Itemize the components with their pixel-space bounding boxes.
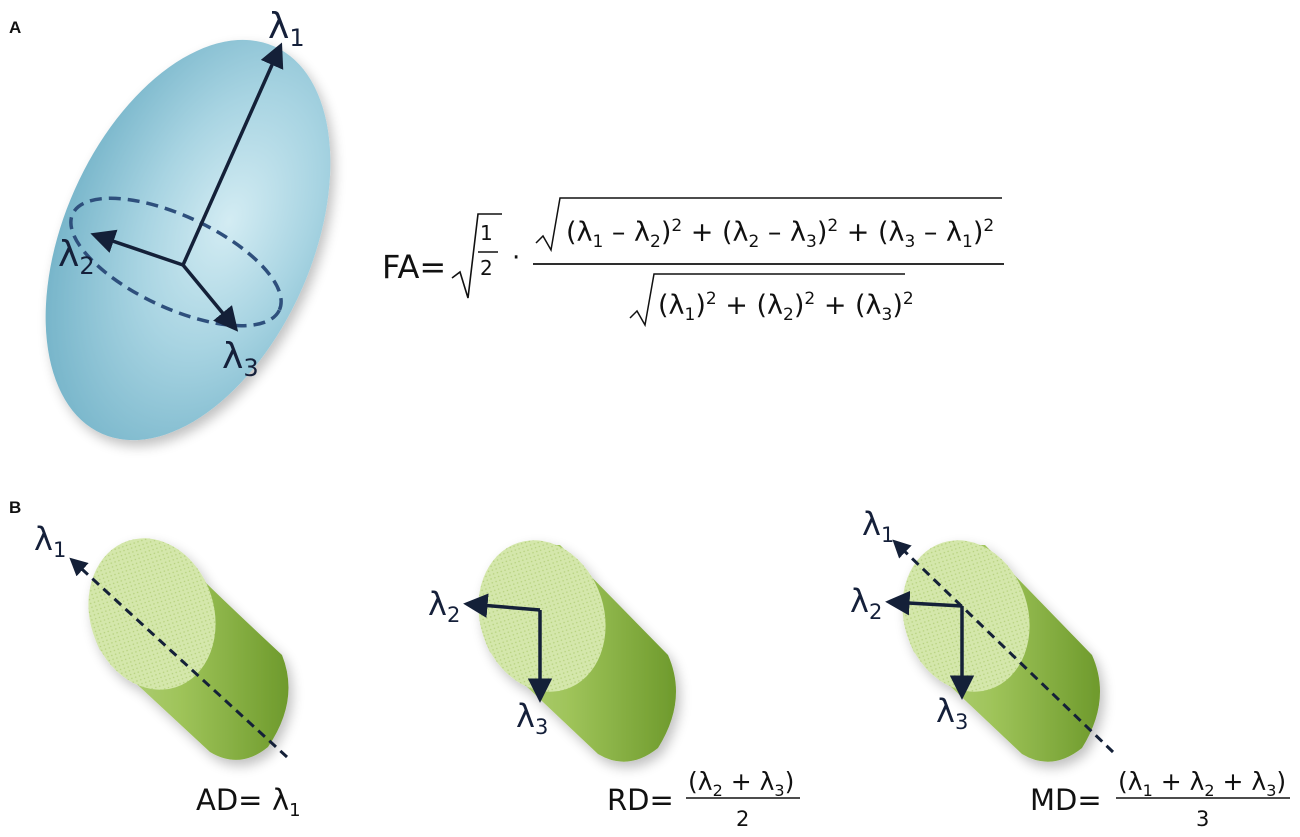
formula-token: λ — [272, 783, 289, 817]
formula-token: (λ — [566, 217, 593, 248]
formula-token: + (λ — [838, 217, 904, 248]
label-lambda3-md: λ3 — [936, 692, 968, 734]
formula-token: – λ — [915, 217, 962, 248]
formula-token: 3 — [774, 781, 784, 800]
formula-token: (λ — [658, 290, 685, 321]
formula-token: 3 — [806, 232, 817, 252]
label-lambda1-ad: λ1 — [34, 520, 66, 562]
lambda1-dashed-axis-md — [892, 539, 1115, 754]
formula-token: 2 — [983, 216, 994, 236]
formula-token: 2 — [804, 289, 815, 309]
lambda1-arrow — [181, 42, 284, 266]
panel-label-b: B — [9, 498, 22, 517]
fa-formula: FA= 1 2 · (λ1 – λ2)2 + (λ2 – λ3)2 + (λ3 … — [382, 197, 1004, 328]
cylinder-ad — [88, 538, 289, 760]
lambda3-arrow — [181, 263, 239, 332]
lambda1-dashed-axis-ad — [69, 557, 289, 759]
label-lambda2-md: λ2 — [850, 582, 882, 624]
formula-token: 1 — [962, 232, 973, 252]
formula-token: 2 — [671, 216, 682, 236]
formula-token: 1 — [1143, 781, 1153, 800]
md-label: MD= — [1030, 783, 1102, 817]
formula-token: ) — [973, 217, 984, 248]
ad-formula: AD= λ1 — [196, 783, 301, 821]
lambda2-arrow — [90, 229, 184, 267]
formula-token: 2 — [903, 289, 914, 309]
formula-token: 2 — [1204, 781, 1214, 800]
formula-token: + λ — [723, 767, 775, 796]
formula-token: 2 — [783, 305, 794, 325]
formula-token: + (λ — [815, 290, 881, 321]
fa-denominator: (λ1)2 + (λ2)2 + (λ3)2 — [658, 289, 914, 325]
formula-token: – λ — [759, 217, 806, 248]
formula-token: (λ — [1118, 767, 1143, 796]
formula-token: 1 — [289, 800, 300, 821]
formula-token: (λ — [688, 767, 713, 796]
label-lambda2-rd: λ2 — [428, 585, 460, 627]
formula-token: 2 — [650, 232, 661, 252]
label-lambda2-a: λ2 — [58, 234, 95, 280]
formula-token: ) — [1276, 767, 1286, 796]
rd-label: RD= — [607, 783, 674, 817]
formula-token: 2 — [706, 289, 717, 309]
label-lambda3-rd: λ3 — [516, 697, 548, 739]
rd-numerator: (λ2 + λ3) — [688, 767, 794, 800]
formula-token: ) — [794, 290, 805, 321]
half-denominator: 2 — [480, 256, 493, 280]
rd-formula: RD= (λ2 + λ3) 2 — [607, 767, 800, 831]
formula-token: + λ — [1153, 767, 1205, 796]
md-denominator: 3 — [1196, 807, 1209, 831]
formula-token: + λ — [1215, 767, 1267, 796]
formula-token: ) — [817, 217, 828, 248]
label-lambda1-md: λ1 — [862, 505, 894, 547]
ad-label: AD= — [196, 783, 262, 817]
cylinder-md — [902, 540, 1100, 762]
label-lambda3-a: λ3 — [222, 336, 259, 382]
formula-token: 2 — [749, 232, 760, 252]
formula-token: – λ — [603, 217, 650, 248]
ad-value: λ1 — [272, 783, 301, 821]
formula-token: 1 — [685, 305, 696, 325]
rd-denominator: 2 — [736, 807, 749, 831]
cylinder-rd — [478, 540, 676, 762]
formula-token: + (λ — [717, 290, 783, 321]
formula-token: + (λ — [682, 217, 748, 248]
formula-token: 2 — [827, 216, 838, 236]
formula-token: ) — [785, 767, 795, 796]
fa-numerator: (λ1 – λ2)2 + (λ2 – λ3)2 + (λ3 – λ1)2 — [566, 216, 994, 252]
panel-label-a: A — [9, 18, 22, 37]
md-numerator: (λ1 + λ2 + λ3) — [1118, 767, 1286, 800]
formula-token: 3 — [882, 305, 893, 325]
formula-token: ) — [661, 217, 672, 248]
formula-token: 3 — [1266, 781, 1276, 800]
formula-token: 1 — [593, 232, 604, 252]
formula-token: 2 — [713, 781, 723, 800]
lambda2-arrow-md — [885, 590, 963, 616]
formula-token: ) — [892, 290, 903, 321]
fa-label: FA= — [382, 248, 446, 286]
label-lambda1-a: λ1 — [268, 6, 305, 52]
lambda2-arrow-rd — [463, 593, 541, 618]
formula-token: 3 — [905, 232, 916, 252]
formula-token: ) — [695, 290, 706, 321]
md-formula: MD= (λ1 + λ2 + λ3) 3 — [1030, 767, 1290, 831]
dot-operator: · — [512, 243, 520, 273]
diffusion-ellipsoid — [45, 39, 331, 441]
half-numerator: 1 — [480, 221, 493, 245]
